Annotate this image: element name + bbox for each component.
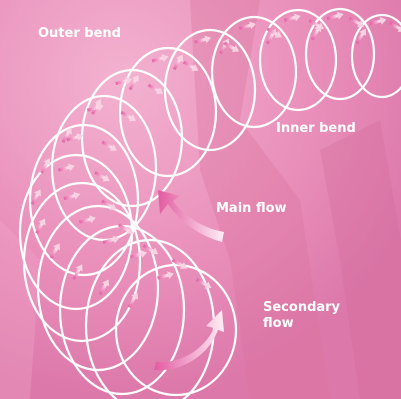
outer-bend-label: Outer bend — [38, 26, 121, 42]
inner-bend-label: Inner bend — [276, 121, 356, 137]
main-flow-label: Main flow — [216, 201, 287, 217]
secondary-flow-label: Secondary flow — [263, 300, 359, 332]
